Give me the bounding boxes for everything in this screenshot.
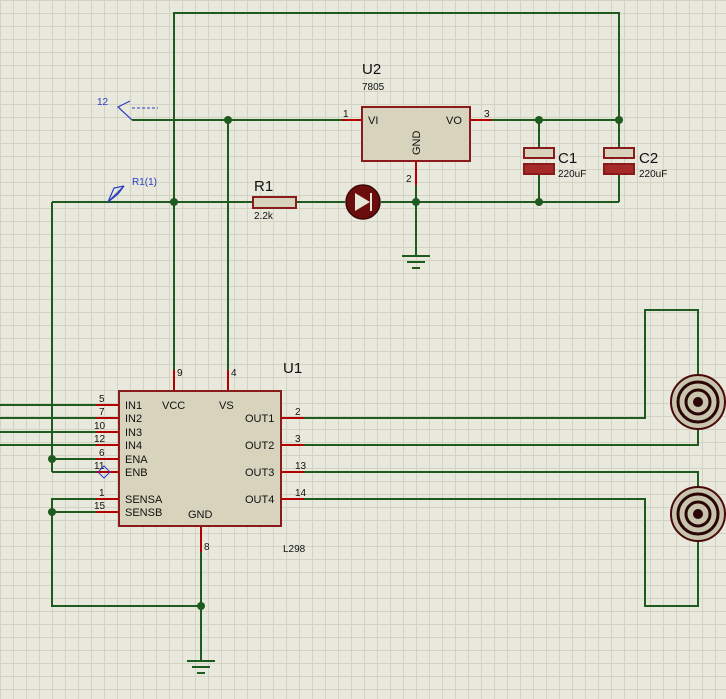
- motor-winding-icon: [676, 492, 720, 536]
- u1-pin-number: 9: [177, 368, 183, 379]
- c2-value: 220uF: [639, 169, 667, 180]
- capacitor-plate-icon: [603, 147, 635, 159]
- junction-dot: [535, 116, 543, 124]
- junction-dot: [535, 198, 543, 206]
- capacitor-c2[interactable]: C2 220uF: [603, 147, 667, 180]
- u1-pin-number: 3: [295, 434, 301, 445]
- led-diode[interactable]: [345, 184, 381, 220]
- junctions: [48, 116, 623, 610]
- u1-pin-label: VS: [219, 400, 234, 412]
- junction-dot: [170, 198, 178, 206]
- motor-2[interactable]: [670, 486, 726, 542]
- diode-triangle-icon: [355, 193, 370, 211]
- u1-pin-label: SENSA: [125, 494, 163, 506]
- wire-vcc-loop: [173, 12, 620, 370]
- u1-pin-label: OUT2: [245, 440, 274, 452]
- u1-pin-label: ENB: [125, 467, 148, 479]
- motor-shaft-icon: [693, 397, 703, 407]
- resistor-r1[interactable]: R1 2.2k: [252, 178, 297, 222]
- r1-ref: R1: [254, 178, 273, 195]
- terminal-label: 12: [97, 97, 109, 108]
- u1-pin-number: 5: [99, 394, 105, 405]
- wires: [0, 12, 699, 660]
- u1-pin-number: 13: [295, 461, 307, 472]
- probe-label: R1(1): [132, 177, 157, 188]
- u1-pin-number: 6: [99, 448, 105, 459]
- u1-pin-label: VCC: [162, 400, 185, 412]
- motor-winding-icon: [684, 500, 712, 528]
- terminal-12v[interactable]: 12: [97, 97, 158, 121]
- c1-value: 220uF: [558, 169, 586, 180]
- u1-pin-label: GND: [188, 509, 213, 521]
- probe-marker-icon: [97, 465, 111, 479]
- u2-pin-label-vo: VO: [446, 115, 462, 127]
- u1-pin-label: IN1: [125, 400, 142, 412]
- ground-symbol-top: [402, 255, 430, 269]
- probe-arrow-icon: [107, 185, 125, 203]
- capacitor-plate-icon: [523, 147, 555, 159]
- u1-pin-number: 12: [94, 434, 106, 445]
- junction-dot: [48, 508, 56, 516]
- u1-body: [118, 390, 282, 527]
- voltage-probe[interactable]: R1(1): [107, 177, 157, 203]
- u2-ref: U2: [362, 61, 381, 78]
- r1-value: 2.2k: [254, 211, 274, 222]
- motor-shaft-icon: [693, 509, 703, 519]
- junction-dot: [48, 455, 56, 463]
- u1-pin-label: IN3: [125, 427, 142, 439]
- u2-value: 7805: [362, 82, 385, 93]
- wire-out4: [304, 498, 699, 607]
- c1-ref: C1: [558, 150, 577, 167]
- u2-body: [361, 106, 471, 162]
- u1-pin-number: 14: [295, 488, 307, 499]
- wire-out2: [304, 428, 699, 446]
- motor-winding-icon: [676, 380, 720, 424]
- u2-pin-number: 2: [406, 174, 412, 185]
- u1-pin-number: 8: [204, 542, 210, 553]
- motor-1[interactable]: [670, 374, 726, 430]
- u1-pin-label: ENA: [125, 454, 148, 466]
- u2-pin-label-vi: VI: [368, 115, 378, 127]
- u1-pin-number: 11: [94, 461, 105, 472]
- u1-pin-label: OUT1: [245, 413, 274, 425]
- u1-ref: U1: [283, 360, 302, 377]
- u1-pin-number: 10: [94, 421, 106, 432]
- u2-pin-number: 1: [343, 109, 349, 120]
- u1-pin-label: IN4: [125, 440, 142, 452]
- motor-driver-u1[interactable]: U1 L298 IN1 IN2 IN3 IN4 ENA ENB SENSA SE…: [94, 360, 307, 555]
- u1-pin-label: IN2: [125, 413, 142, 425]
- u1-pin-number: 1: [99, 488, 105, 499]
- u1-pin-number: 15: [94, 501, 106, 512]
- ground-symbol-bottom: [187, 660, 215, 674]
- wire-out1: [304, 309, 699, 419]
- u1-pin-number: 4: [231, 368, 237, 379]
- regulator-u2[interactable]: U2 7805 VI VO GND 1 3 2: [342, 61, 492, 185]
- u1-pin-number: 2: [295, 407, 301, 418]
- wire-sensa: [51, 498, 201, 607]
- u1-pin-label: OUT4: [245, 494, 274, 506]
- c2-ref: C2: [639, 150, 658, 167]
- u1-pin-label: OUT3: [245, 467, 274, 479]
- terminal-arrow-icon: [116, 100, 133, 121]
- wire-out3: [304, 471, 699, 488]
- u2-pin-number: 3: [484, 109, 490, 120]
- resistor-body-icon: [252, 196, 297, 209]
- junction-dot: [224, 116, 232, 124]
- capacitor-plate-icon: [603, 163, 635, 175]
- junction-dot: [615, 116, 623, 124]
- u2-pin-label-gnd: GND: [411, 131, 423, 156]
- junction-dot: [412, 198, 420, 206]
- u1-pin-number: 7: [99, 407, 105, 418]
- capacitor-plate-icon: [523, 163, 555, 175]
- u1-value: L298: [283, 544, 306, 555]
- motor-winding-icon: [684, 388, 712, 416]
- capacitor-c1[interactable]: C1 220uF: [523, 147, 586, 180]
- junction-dot: [197, 602, 205, 610]
- u1-pin-label: SENSB: [125, 507, 162, 519]
